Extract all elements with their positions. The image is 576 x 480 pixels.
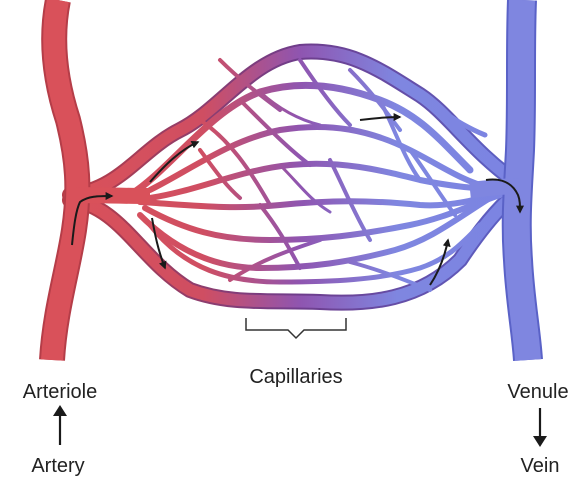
arteriole-label: Arteriole: [23, 381, 97, 403]
vein-label: Vein: [521, 455, 560, 477]
capillaries-label: Capillaries: [249, 366, 342, 388]
arrow-up-icon: [53, 405, 67, 416]
venule-label: Venule: [507, 381, 568, 403]
arrow-down-icon: [533, 436, 547, 447]
capillaries-bracket: [246, 318, 346, 338]
artery-to-arteriole-arrow: [53, 405, 67, 445]
capillary-network: [70, 52, 520, 303]
venule-to-vein-arrow: [533, 408, 547, 447]
artery-label: Artery: [31, 455, 84, 477]
